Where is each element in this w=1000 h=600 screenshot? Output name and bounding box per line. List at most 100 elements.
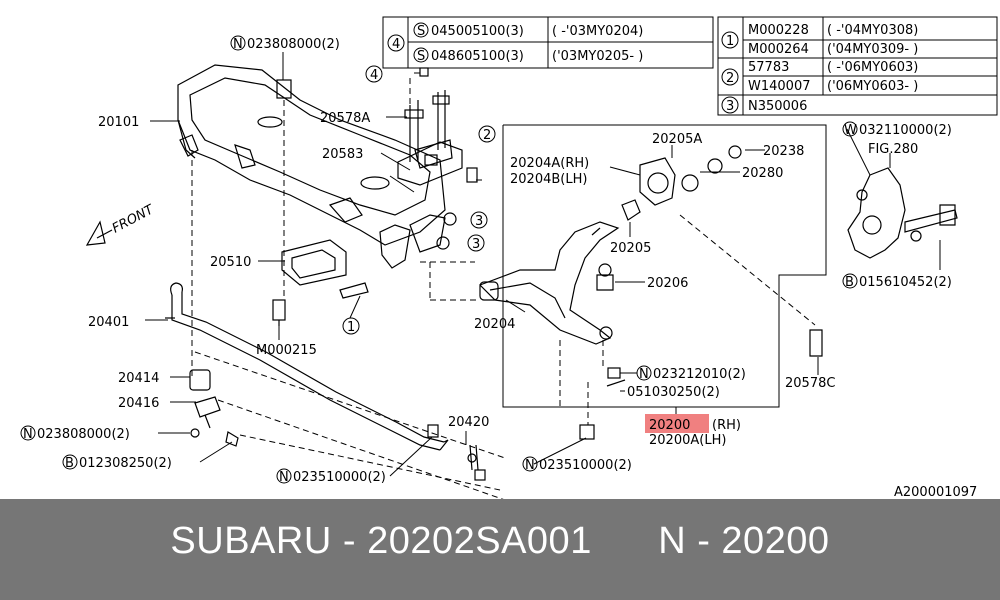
callout-n-bottom-a: N [276,468,292,485]
label-w032110000: 032110000(2) [859,123,952,138]
legend-box-bolts [382,16,714,69]
callout-n-low: N [20,425,36,442]
label-051030250: 051030250(2) [627,385,720,400]
label-20414: 20414 [118,371,159,386]
svg-text:2: 2 [483,128,491,143]
stabilizer-bar-drawing [165,282,449,451]
label-20204: 20204 [474,317,515,332]
legend-a-part-1: 045005100(3) [431,24,524,39]
svg-text:1: 1 [726,34,734,49]
callout-n-arm: N [636,365,652,382]
legend-box-bushings [717,16,998,116]
label-n023808000-low: 023808000(2) [37,427,130,442]
callout-1-legend: 1 [721,31,739,49]
callout-1-diagram: 1 [342,317,360,335]
callout-4-legend: 4 [387,34,405,52]
legend-b-range-3: ( -'06MY0603) [827,60,918,75]
label-20401: 20401 [88,315,129,330]
svg-text:B: B [845,275,854,290]
s-prefix-row2: S [413,47,429,64]
s-prefix-row1: S [413,22,429,39]
parts-diagram: 4 S 045005100(3) ( -'03MY0204) S 0486051… [20,16,998,501]
callout-2-legend: 2 [721,68,739,86]
legend-b-part-2: M000264 [748,42,809,57]
stabilizer-bushing-drawing [189,369,239,447]
hardware-bolts [272,67,823,440]
reference-lines [191,78,816,501]
footer-brand: SUBARU [170,520,332,562]
footer-band [0,499,1000,600]
label-n023510000-a: 023510000(2) [293,470,386,485]
svg-text:W: W [844,123,857,138]
label-20205A: 20205A [652,132,702,147]
label-20101: 20101 [98,115,139,130]
diagram-id: A200001097 [894,485,977,500]
label-20578C: 20578C [785,376,835,391]
callout-b-knuckle: B [842,273,858,290]
footer-caption: SUBARU - 20202SA001 N - 20200 [170,520,830,562]
callout-3-legend: 3 [721,96,739,114]
svg-text:S: S [417,24,425,39]
label-n023510000-b: 023510000(2) [539,458,632,473]
front-arrow: FRONT [85,202,157,246]
svg-text:2: 2 [726,71,734,86]
callout-4-diagram: 4 [365,65,383,83]
control-arm-drawing [478,145,742,345]
svg-text:N: N [279,470,289,485]
legend-b-part-5: N350006 [748,99,807,114]
control-arm-group-box [502,124,827,408]
steering-knuckle-drawing [847,167,958,259]
label-n023808000-top: 023808000(2) [247,37,340,52]
crossmember-drawing [177,64,446,269]
legend-a-part-2: 048605100(3) [431,49,524,64]
legend-a-range-1: ( -'03MY0204) [552,24,643,39]
leader-lines [145,52,941,477]
label-20510: 20510 [210,255,251,270]
footer-part-number: 20202SA001 [367,520,592,562]
callout-w: W [842,121,858,138]
callout-n-top: N [230,35,246,52]
label-fig280: FIG.280 [868,142,918,157]
label-20420: 20420 [448,415,489,430]
svg-text:3: 3 [726,99,734,114]
legend-b-range-4: ('06MY0603- ) [827,79,918,94]
highlight-20200 [645,414,709,433]
svg-text:N: N [233,37,243,52]
legend-b-range-1: ( -'04MY0308) [827,23,918,38]
front-label: FRONT [110,202,157,237]
svg-text:3: 3 [475,214,483,229]
svg-text:N: N [525,458,535,473]
callout-2-diagram: 2 [478,125,496,143]
label-20416: 20416 [118,396,159,411]
callout-3a-diagram: 3 [470,211,488,229]
callout-3b-diagram: 3 [467,234,485,252]
label-20200[interactable]: 20200 [649,418,690,433]
label-20204B: 20204B(LH) [510,172,587,187]
svg-text:N: N [23,427,33,442]
svg-text:4: 4 [392,37,400,52]
callout-b-low: B [62,454,78,471]
label-b012308250: 012308250(2) [79,456,172,471]
svg-text:3: 3 [472,237,480,252]
svg-text:4: 4 [370,68,378,83]
legend-a-range-2: ('03MY0205- ) [552,49,643,64]
label-20583: 20583 [322,147,363,162]
svg-text:S: S [417,49,425,64]
footer-position: N - 20200 [658,520,830,562]
label-20204A: 20204A(RH) [510,156,589,171]
label-m000215: M000215 [256,343,317,358]
label-n023212010: 023212010(2) [653,367,746,382]
svg-text:1: 1 [347,320,355,335]
label-20200A: 20200A(LH) [649,433,726,448]
legend-b-part-1: M000228 [748,23,809,38]
stabilizer-link-drawing [427,424,486,481]
engine-mount-drawing [397,90,463,186]
label-20238: 20238 [763,144,804,159]
legend-b-part-4: W140007 [748,79,810,94]
legend-b-range-2: ('04MY0309- ) [827,42,918,57]
label-20578A: 20578A [320,111,370,126]
label-20205: 20205 [610,241,651,256]
label-20206: 20206 [647,276,688,291]
label-20200-rh: (RH) [712,418,741,433]
